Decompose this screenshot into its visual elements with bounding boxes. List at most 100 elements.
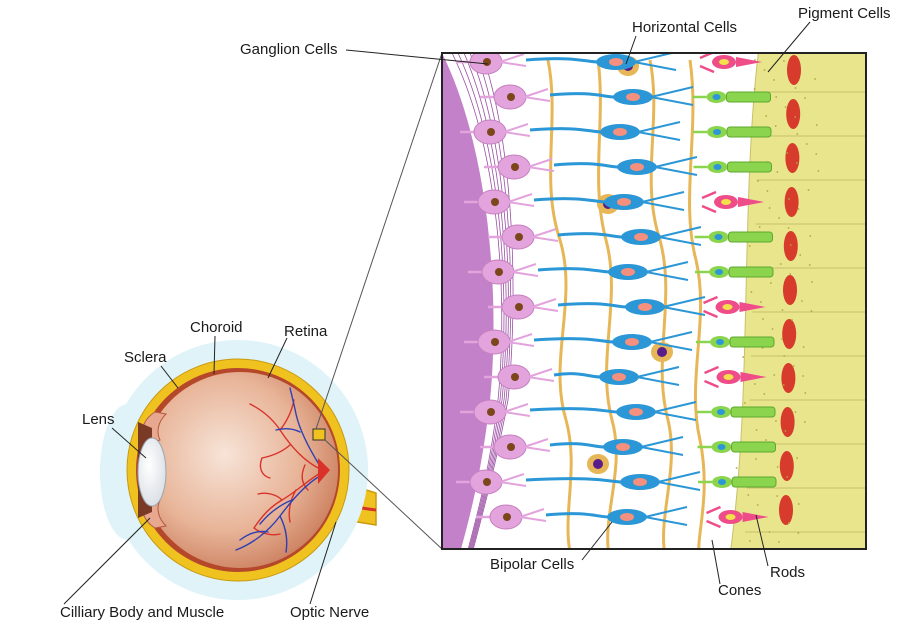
ganglion-dendrite [523, 438, 551, 452]
pigment-speckle [794, 87, 797, 89]
bipolar-axon [529, 127, 603, 134]
zoom-line-top [315, 52, 443, 430]
retinal-vessels-red [249, 399, 323, 536]
leader-ganglion [345, 49, 489, 65]
bipolar-nucleus [626, 93, 640, 101]
pigment-speckle [792, 365, 795, 367]
pigment-cell-nucleus [782, 319, 797, 349]
pigment-speckle [795, 162, 798, 164]
leader-pigment [767, 21, 811, 73]
rod-outer-segment [731, 476, 777, 488]
cone-synapse [699, 53, 715, 74]
bipolar-nucleus [633, 478, 647, 486]
eyeball-interior [142, 372, 338, 568]
bipolar-dendrite [640, 436, 684, 456]
pigment-speckle [783, 355, 786, 357]
pigment-speckle [797, 208, 800, 210]
pigment-speckle [768, 531, 771, 533]
pigment-speckle [781, 338, 783, 340]
pigment-layer [730, 53, 866, 549]
pigment-speckle [781, 309, 784, 311]
pigment-speckle [810, 310, 813, 312]
leader-retina [267, 337, 288, 379]
cone-outer-segment [742, 512, 769, 522]
ganglion-dendrite [519, 508, 547, 522]
bipolar-axon [525, 57, 599, 64]
leader-lines [63, 21, 811, 605]
pigment-speckle [786, 476, 789, 478]
pigment-speckle [805, 143, 808, 145]
ganglion-nucleus [515, 233, 523, 241]
bipolar-axon [529, 407, 619, 414]
ganglion-dendrite [503, 403, 531, 417]
ganglion-dendrite [511, 263, 539, 277]
bipolar-nucleus [617, 198, 631, 206]
ganglion-nucleus [483, 58, 491, 66]
cone-outer-segment [739, 302, 766, 312]
pigment-speckle [815, 153, 818, 155]
pigment-speckle [786, 152, 789, 154]
bipolar-dendrite [657, 471, 701, 491]
ganglion-dendrite [531, 228, 559, 242]
pigment-speckle [815, 124, 818, 126]
pigment-cell-nucleus [780, 407, 795, 437]
bipolar-dendrite [653, 401, 697, 421]
ganglion-nucleus [483, 478, 491, 486]
rod-outer-segment [726, 91, 771, 103]
pigment-speckle [773, 374, 776, 376]
pigment-speckle [768, 207, 771, 209]
bipolar-dendrite [654, 156, 698, 176]
cone-outer-segment [736, 57, 762, 67]
pigment-cell-nucleus [779, 495, 793, 525]
ganglion-nucleus [495, 268, 503, 276]
rod-nucleus [714, 234, 723, 240]
pigment-speckle [804, 392, 807, 394]
bipolar-dendrite [650, 86, 694, 106]
rod-nucleus [717, 444, 726, 450]
pigment-speckle [784, 106, 787, 108]
bipolar-dendrite [649, 331, 693, 351]
label-lens: Lens [82, 411, 115, 428]
bipolar-axon [553, 372, 602, 379]
pigment-speckle [754, 59, 756, 61]
optic-disc [318, 458, 330, 484]
pigment-speckle [804, 421, 806, 423]
label-retina: Retina [284, 323, 328, 340]
label-pigment-cells: Pigment Cells [798, 5, 891, 22]
pigment-speckle [761, 347, 764, 349]
pigment-speckle [750, 291, 753, 293]
pigment-speckle [802, 346, 805, 348]
pigment-speckle [760, 301, 762, 303]
label-cones: Cones [718, 582, 762, 599]
pigment-speckle [784, 430, 787, 432]
ganglion-nucleus [507, 443, 515, 451]
lens [137, 437, 167, 507]
leader-optic-nerve [309, 521, 337, 605]
pigment-speckle [775, 420, 777, 422]
pigment-speckle [774, 125, 777, 127]
pigment-speckle [776, 495, 779, 497]
bipolar-dendrite [658, 226, 702, 246]
pigment-speckle [758, 226, 761, 228]
cone-nucleus [721, 199, 731, 205]
pigment-speckle [765, 439, 767, 441]
bipolar-dendrite [641, 191, 685, 211]
leader-lens [111, 427, 147, 459]
leader-sclera [160, 365, 179, 389]
horizontal-cell-nucleus [657, 347, 667, 357]
pigment-speckle [763, 393, 766, 395]
pigment-cell-nucleus [787, 55, 801, 85]
pigment-speckle [794, 411, 797, 413]
rod-nucleus [715, 269, 723, 275]
pigment-cell-nucleus [781, 363, 796, 393]
leader-cones [711, 539, 721, 585]
ganglion-dendrite [499, 53, 527, 67]
pigment-speckle [747, 494, 750, 496]
pigment-speckle [757, 180, 759, 182]
retina-panel-border [441, 52, 867, 550]
ganglion-dendrite [503, 123, 531, 137]
pigment-speckle [796, 457, 798, 459]
horizontal-cell-nucleus [593, 459, 603, 469]
leader-choroid [213, 335, 216, 375]
